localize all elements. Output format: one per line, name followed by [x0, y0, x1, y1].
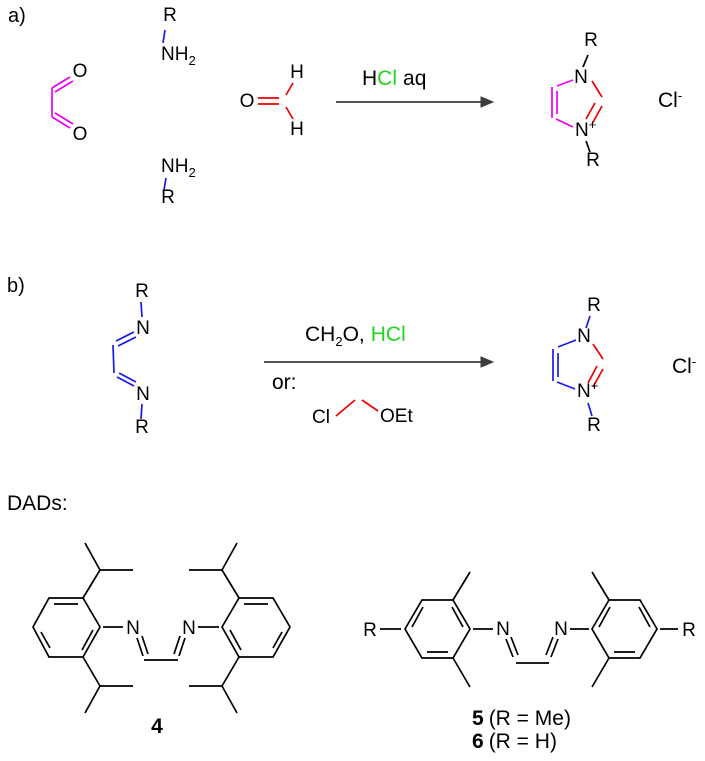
nitrogen-label: N — [496, 619, 510, 640]
reaction-arrow-a — [336, 96, 495, 108]
r-group-label: R — [135, 417, 149, 438]
dad-structure-b: R N N R — [112, 281, 150, 438]
compound-56-right-ring — [591, 571, 678, 688]
compound-56-diimine-bonds — [505, 628, 589, 664]
chloromethyl-ethyl-ether: Cl OEt — [312, 399, 413, 428]
dads-heading: DADs: — [7, 492, 68, 515]
compound-5-label: 5(R = Me) — [472, 707, 571, 730]
section-label-a: a) — [8, 5, 26, 27]
dad-bonds — [112, 301, 143, 420]
amine-bottom-structure: NH2 R — [161, 156, 196, 208]
arrow-head — [480, 356, 495, 368]
compound-4-diimine-bonds — [136, 626, 219, 661]
r-group-label: R — [163, 5, 177, 26]
nitrogen-plus-label: N+ — [577, 378, 598, 402]
compound-56-left-ring — [380, 571, 493, 688]
ether-bonds — [335, 399, 379, 417]
imidazolium-a-black-bonds — [582, 54, 591, 153]
nh2-label: NH2 — [161, 44, 196, 68]
nitrogen-plus-label: N+ — [575, 117, 596, 141]
glyoxal-bonds — [51, 76, 74, 129]
reaction-arrow-b — [264, 356, 495, 368]
r-group-label: R — [586, 150, 600, 171]
nitrogen-label: N — [182, 618, 196, 639]
nitrogen-label: N — [554, 619, 568, 640]
r-group-label: R — [363, 620, 377, 641]
imidazolium-a-magenta-bonds — [551, 79, 574, 128]
compound-4: N N 4 — [32, 542, 291, 738]
nitrogen-label: N — [574, 67, 588, 88]
chloride-ion-a: Cl- — [658, 88, 682, 112]
section-label-b: b) — [7, 275, 25, 297]
nitrogen-label: N — [136, 318, 150, 339]
imidazolium-a-red-bonds — [585, 80, 603, 125]
amine-top-structure: R NH2 — [161, 5, 196, 68]
bond — [163, 177, 167, 191]
compound-4-left-ring — [32, 542, 133, 714]
oet-label: OEt — [380, 406, 413, 427]
imidazolium-b-blue-bonds — [552, 315, 593, 417]
chloride-ion-b: Cl- — [672, 354, 696, 378]
glyoxal-structure: O O — [51, 61, 88, 145]
nitrogen-label: N — [136, 384, 150, 405]
r-group-label: R — [587, 415, 601, 436]
oxygen-label: O — [240, 91, 255, 112]
nitrogen-label: N — [126, 618, 140, 639]
oxygen-label: O — [73, 124, 88, 145]
imidazolium-b: R N N+ R — [552, 295, 604, 436]
or-label: or: — [272, 371, 297, 394]
nh2-label: NH2 — [161, 156, 196, 180]
r-group-label: R — [135, 281, 149, 302]
arrow-head — [480, 96, 495, 108]
oxygen-label: O — [73, 61, 88, 82]
formaldehyde-structure: O H H — [240, 62, 304, 140]
compound-4-right-ring — [189, 542, 291, 714]
r-group-label: R — [682, 620, 696, 641]
r-group-label: R — [587, 295, 601, 316]
compound-4-label: 4 — [151, 715, 163, 738]
nitrogen-label: N — [577, 326, 591, 347]
imidazolium-a: R N N+ R — [551, 30, 603, 171]
hydrogen-label: H — [290, 119, 304, 140]
compound-6-label: 6(R = H) — [472, 730, 557, 753]
hydrogen-label: H — [290, 62, 304, 83]
r-group-label: R — [584, 30, 598, 51]
bond — [162, 29, 166, 44]
formaldehyde-bonds — [258, 82, 294, 120]
chlorine-label: Cl — [312, 407, 330, 428]
r-group-label: R — [161, 187, 175, 208]
compound-5-6: R N N R 5(R = Me) 6(R = H) — [363, 571, 696, 753]
arrow-label-b: CH2O,HCl — [305, 323, 406, 349]
imidazolium-b-red-bonds — [587, 343, 604, 388]
